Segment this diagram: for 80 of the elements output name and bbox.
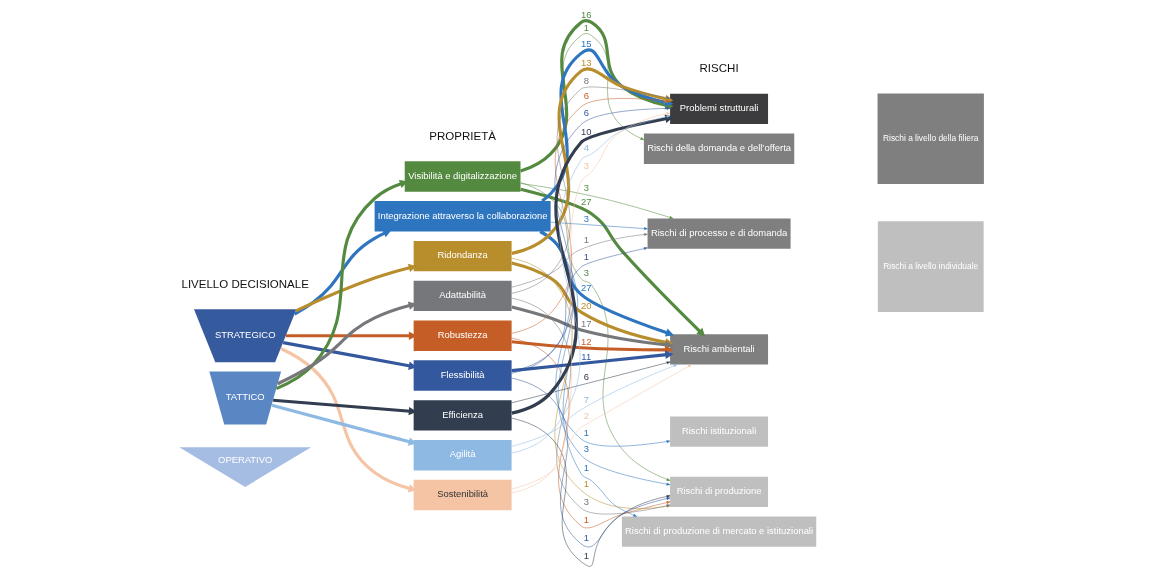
node-box: Adattabilità (413, 280, 512, 312)
arrow (519, 187, 705, 337)
arrow (510, 86, 670, 294)
edge-label: 7 (583, 394, 589, 405)
edge-label: 3 (583, 212, 589, 224)
edge-label: 6 (583, 371, 589, 383)
arrow (519, 182, 670, 481)
edge-label: 1 (583, 22, 589, 34)
node-box: Sostenibilità (413, 479, 512, 511)
label: RISCHI (699, 62, 739, 74)
node-box: Efficienza (413, 400, 512, 431)
edge-label: 1 (583, 461, 589, 473)
edge-label: 1 (583, 531, 589, 543)
edge-label: 13 (580, 57, 592, 69)
node-box: Rischi a livello della filiera (877, 93, 984, 185)
node-box: Problemi strutturali (669, 93, 768, 125)
edge-label: 1 (583, 513, 589, 525)
edge-label: 8 (583, 75, 589, 87)
arrow (511, 361, 670, 404)
edge-label: 20 (580, 300, 592, 312)
arrow (279, 347, 417, 493)
node-box: Ridondanza (413, 240, 512, 272)
arrow (510, 67, 673, 255)
edge-label: 10 (580, 126, 592, 138)
edge-label: 15 (580, 38, 592, 50)
node-box: Visibilità e digitalizzazione (404, 161, 520, 192)
arrow (510, 257, 670, 509)
edge-label: 1 (583, 427, 589, 439)
node-box: Robustezza (413, 320, 512, 351)
node-box: Rischi ambientali (669, 334, 768, 365)
arrow (294, 263, 417, 313)
edge-label: 3 (583, 496, 589, 508)
arrow (549, 221, 648, 230)
node-box: Integrazione attraverso la collaborazione (374, 201, 551, 232)
arrow (275, 179, 408, 391)
edge-label: 1 (583, 233, 589, 245)
edge-label: 6 (583, 107, 589, 119)
edge-label: 2 (583, 409, 589, 421)
node-box: Rischi della domanda e dell’offerta (643, 133, 794, 164)
arrow (510, 364, 692, 490)
arrow (538, 230, 674, 337)
arrow (510, 233, 648, 288)
edge-label: 16 (580, 8, 592, 20)
arrow (270, 403, 417, 446)
edge-label: 3 (583, 181, 589, 193)
edge-label: 11 (580, 350, 591, 362)
edge-label: 1 (583, 549, 589, 561)
arrow (276, 301, 417, 386)
edge-label: 4 (583, 142, 589, 154)
arrow (293, 229, 391, 316)
edge-label: 3 (583, 159, 589, 171)
arrow (285, 331, 417, 340)
edge-label: 1 (583, 478, 589, 490)
arrow (510, 417, 670, 567)
arrow (519, 18, 673, 173)
label: LIVELLO DECISIONALE (181, 277, 309, 290)
edge-label: 27 (580, 282, 592, 294)
arrow (511, 297, 670, 515)
node-box: Rischi di produzione (669, 476, 768, 508)
arrow (540, 48, 673, 203)
arrow (272, 398, 417, 416)
edge-label: 6 (583, 90, 589, 102)
edge-label: 3 (583, 266, 589, 278)
node-box: Agilità (413, 440, 512, 471)
edge-label: 17 (580, 318, 592, 330)
arrow (510, 337, 670, 529)
arrow (510, 107, 670, 374)
arrow (282, 341, 417, 370)
node-box: Rischi istituzionali (669, 416, 768, 447)
arrow (510, 377, 670, 548)
arrow (511, 364, 677, 447)
edge-label: 12 (580, 335, 592, 347)
arrow (542, 231, 637, 517)
arrow (510, 350, 673, 373)
arrow (510, 98, 670, 334)
edge-label: 27 (580, 196, 592, 208)
edge-label: 1 (583, 250, 589, 262)
edge-label: 3 (583, 443, 589, 455)
node-box: Flessibilità (413, 360, 512, 391)
label: PROPRIETÀ (428, 129, 496, 142)
